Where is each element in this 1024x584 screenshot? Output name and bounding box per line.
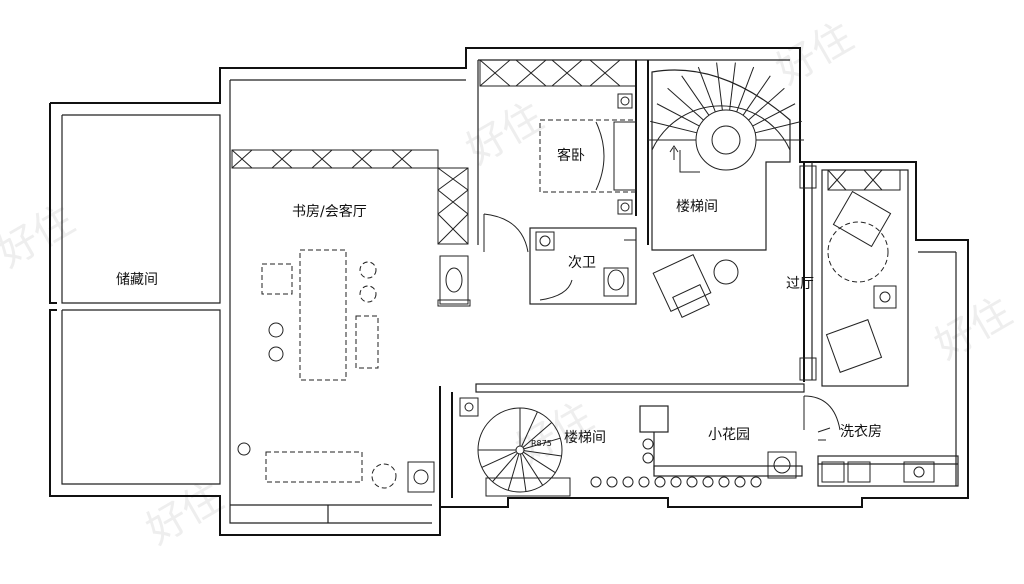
stair-tread xyxy=(656,103,700,127)
label-spiral-radius: R875 xyxy=(531,439,552,448)
study-furniture xyxy=(237,249,435,493)
stair-tread xyxy=(755,120,802,134)
stair-tread xyxy=(650,120,697,134)
label-study: 书房/会客厅 xyxy=(292,203,367,220)
stair-tread xyxy=(492,452,518,483)
plant-pot xyxy=(654,476,666,488)
stair-tread xyxy=(667,87,704,121)
plant-pot xyxy=(606,476,618,488)
laundry xyxy=(817,455,959,487)
study-window-band xyxy=(231,149,469,245)
plant-pot xyxy=(718,476,730,488)
stair-tread xyxy=(507,453,520,491)
plant-pot xyxy=(670,476,682,488)
plant-pot xyxy=(702,476,714,488)
bottom-spiral-stair xyxy=(439,383,805,506)
watermark-right: 好住 xyxy=(927,289,1019,369)
stair-tread xyxy=(697,66,716,113)
study-sink xyxy=(437,255,471,307)
watermark-center: 好住 xyxy=(459,94,551,174)
guest-bed xyxy=(539,93,637,215)
plant-pot xyxy=(734,476,746,488)
stair-tread xyxy=(742,75,771,116)
label-stair-bottom: 楼梯间 xyxy=(564,430,606,446)
stair-tread xyxy=(748,87,785,121)
stair-tread xyxy=(523,450,562,457)
watermark-left: 好住 xyxy=(0,197,82,277)
stair-tread xyxy=(523,437,561,450)
label-garden: 小花园 xyxy=(708,427,750,443)
plant-pot xyxy=(638,476,650,488)
watermark-top-right: 好住 xyxy=(769,14,861,94)
stair-tread xyxy=(521,411,538,447)
label-guest-bedroom: 客卧 xyxy=(557,147,585,164)
stair-tread xyxy=(752,103,796,127)
stair-tread xyxy=(681,75,710,116)
plant-pot xyxy=(642,452,654,464)
top-spiral-stair xyxy=(648,62,804,251)
watermark-bottom-left: 好住 xyxy=(139,474,231,554)
stair-tread xyxy=(520,453,527,492)
room-labels: 储藏间 书房/会客厅 客卧 次卫 楼梯间 过厅 楼梯间 小花园 洗衣房 R875 xyxy=(116,147,882,448)
bathroom xyxy=(529,227,637,305)
stair-tread xyxy=(522,422,553,448)
stair-tread xyxy=(736,66,755,113)
garden xyxy=(590,395,841,488)
stair-tread xyxy=(481,451,517,468)
study-door xyxy=(483,213,529,253)
label-bathroom: 次卫 xyxy=(568,255,596,271)
label-hall: 过厅 xyxy=(786,276,814,292)
stair-tread xyxy=(716,62,723,111)
label-laundry: 洗衣房 xyxy=(840,424,882,440)
plant-pot xyxy=(750,476,762,488)
stair-tread xyxy=(521,453,544,486)
stair-tread xyxy=(729,62,736,111)
plant-pot xyxy=(642,438,654,450)
plant-pot xyxy=(622,476,634,488)
lounge-chairs-top xyxy=(652,254,739,318)
label-stair-top: 楼梯间 xyxy=(676,199,718,215)
plant-pot xyxy=(686,476,698,488)
stair-tread xyxy=(523,451,556,474)
hall-structure xyxy=(799,162,909,387)
label-storage: 储藏间 xyxy=(116,272,158,288)
plant-pot xyxy=(590,476,602,488)
